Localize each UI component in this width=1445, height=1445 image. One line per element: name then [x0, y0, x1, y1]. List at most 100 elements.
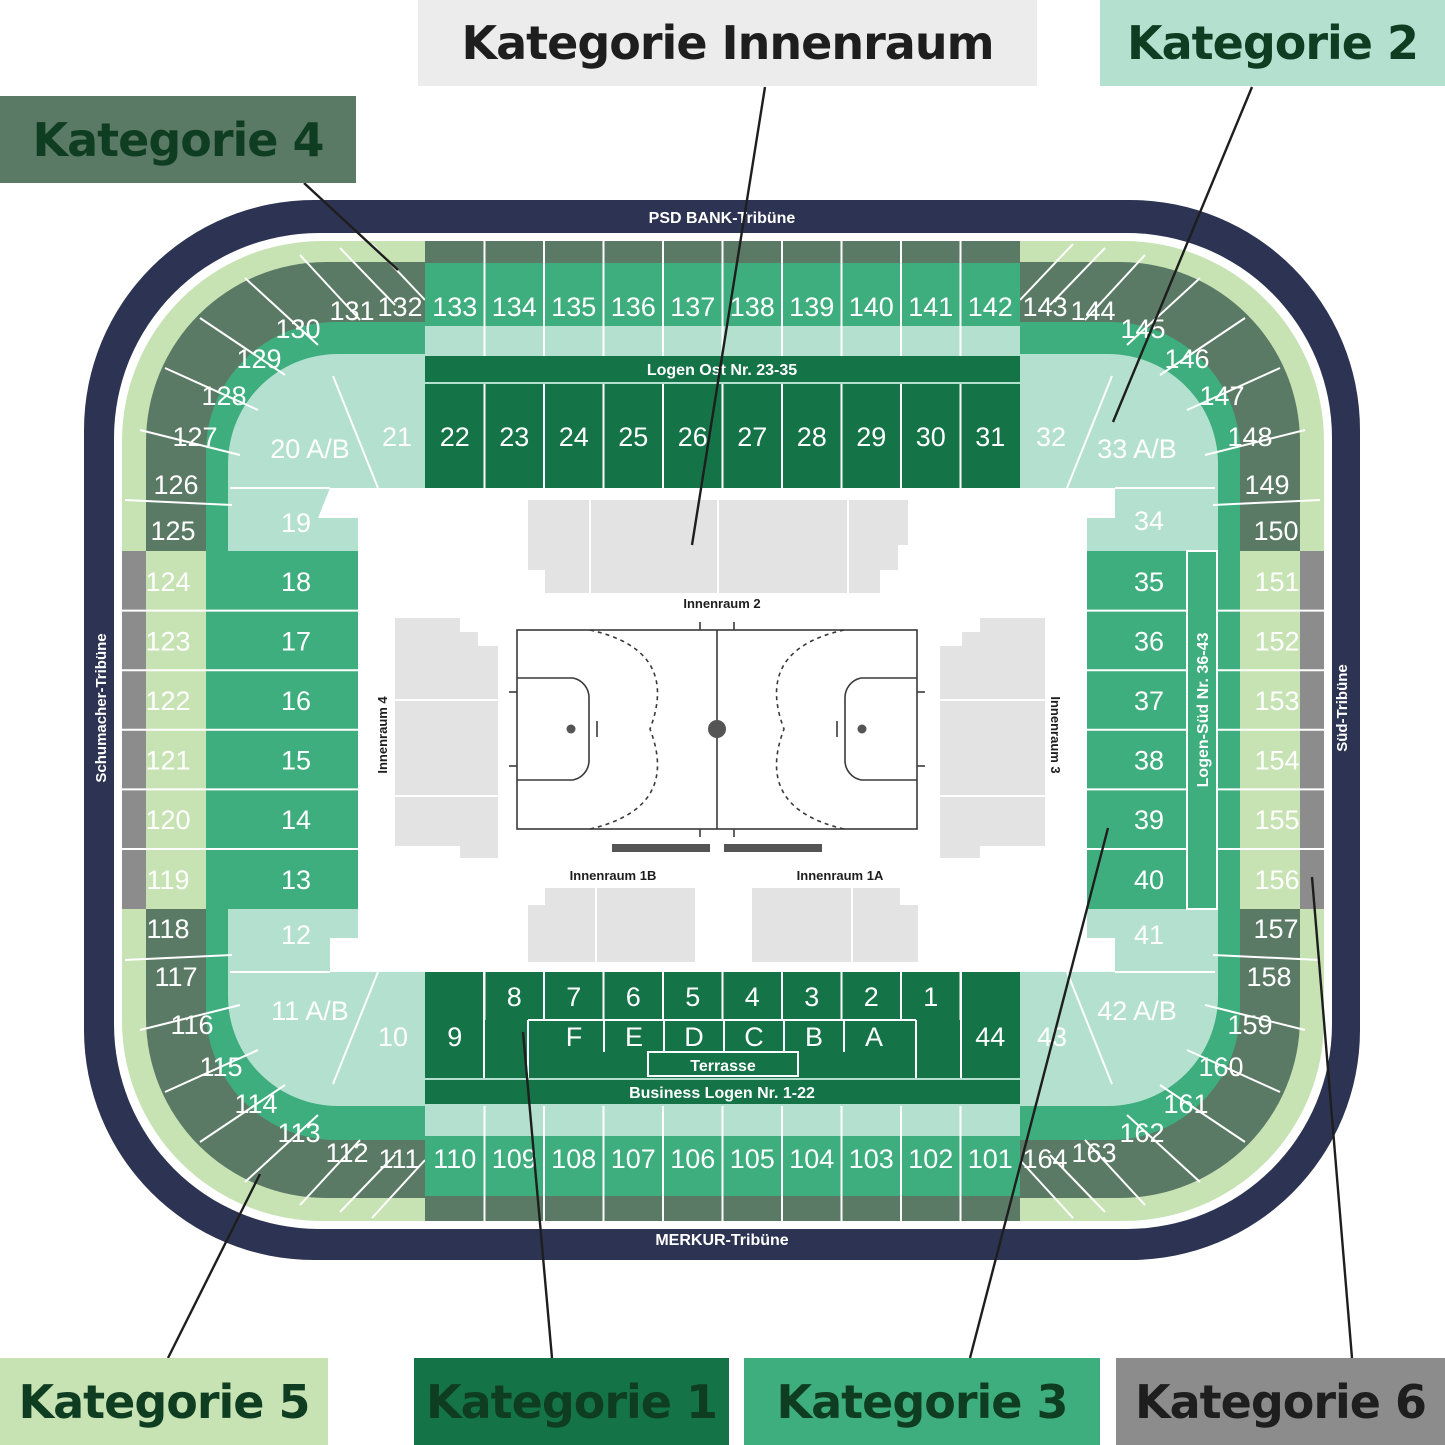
- block-40[interactable]: 40: [1134, 865, 1164, 895]
- block-129[interactable]: 129: [236, 344, 281, 374]
- block-120[interactable]: 120: [145, 805, 190, 835]
- block-134[interactable]: 134: [492, 292, 537, 322]
- block-12[interactable]: 12: [281, 920, 311, 950]
- innenraum-3-block[interactable]: [940, 618, 1045, 858]
- block-101[interactable]: 101: [968, 1144, 1013, 1174]
- block-15[interactable]: 15: [281, 746, 311, 776]
- block-23[interactable]: 23: [499, 422, 529, 452]
- box-e[interactable]: E: [625, 1022, 643, 1052]
- block-14[interactable]: 14: [281, 805, 311, 835]
- block-33AB[interactable]: 33 A/B: [1097, 434, 1177, 464]
- block-153[interactable]: 153: [1254, 686, 1299, 716]
- block-130[interactable]: 130: [275, 314, 320, 344]
- block-4[interactable]: 4: [745, 982, 760, 1012]
- box-f[interactable]: F: [566, 1022, 583, 1052]
- block-146[interactable]: 146: [1164, 344, 1209, 374]
- block-157[interactable]: 157: [1253, 914, 1298, 944]
- block-2[interactable]: 2: [864, 982, 879, 1012]
- block-158[interactable]: 158: [1246, 962, 1291, 992]
- block-28[interactable]: 28: [797, 422, 827, 452]
- block-13[interactable]: 13: [281, 865, 311, 895]
- block-114[interactable]: 114: [234, 1089, 277, 1119]
- block-142[interactable]: 142: [968, 292, 1013, 322]
- block-152[interactable]: 152: [1254, 626, 1299, 656]
- block-34[interactable]: 34: [1134, 506, 1164, 536]
- block-162[interactable]: 162: [1119, 1118, 1164, 1148]
- block-156[interactable]: 156: [1254, 865, 1299, 895]
- block-118[interactable]: 118: [146, 914, 189, 944]
- block-124[interactable]: 124: [145, 567, 190, 597]
- block-44[interactable]: 44: [975, 1022, 1005, 1052]
- block-18[interactable]: 18: [281, 567, 311, 597]
- block-113[interactable]: 113: [277, 1118, 320, 1148]
- block-164[interactable]: 164: [1022, 1144, 1067, 1174]
- block-131[interactable]: 131: [329, 296, 374, 326]
- block-122[interactable]: 122: [145, 686, 190, 716]
- innenraum-4-block[interactable]: [395, 618, 498, 858]
- block-10[interactable]: 10: [378, 1022, 408, 1052]
- block-104[interactable]: 104: [789, 1144, 834, 1174]
- block-106[interactable]: 106: [670, 1144, 715, 1174]
- box-b[interactable]: B: [805, 1022, 823, 1052]
- block-31[interactable]: 31: [975, 422, 1005, 452]
- block-140[interactable]: 140: [849, 292, 894, 322]
- block-103[interactable]: 103: [849, 1144, 894, 1174]
- block-27[interactable]: 27: [737, 422, 767, 452]
- block-151[interactable]: 151: [1254, 567, 1299, 597]
- block-123[interactable]: 123: [145, 626, 190, 656]
- box-a[interactable]: A: [865, 1022, 883, 1052]
- innenraum-1a-block[interactable]: [752, 888, 918, 962]
- block-9[interactable]: 9: [447, 1022, 462, 1052]
- block-144[interactable]: 144: [1070, 296, 1115, 326]
- block-38[interactable]: 38: [1134, 746, 1164, 776]
- block-26[interactable]: 26: [678, 422, 708, 452]
- block-125[interactable]: 125: [150, 516, 195, 546]
- block-149[interactable]: 149: [1244, 470, 1289, 500]
- block-37[interactable]: 37: [1134, 686, 1164, 716]
- block-3[interactable]: 3: [804, 982, 819, 1012]
- block-136[interactable]: 136: [611, 292, 656, 322]
- block-29[interactable]: 29: [856, 422, 886, 452]
- block-139[interactable]: 139: [789, 292, 834, 322]
- block-161[interactable]: 161: [1163, 1089, 1208, 1119]
- block-135[interactable]: 135: [551, 292, 596, 322]
- block-30[interactable]: 30: [916, 422, 946, 452]
- innenraum-1b-block[interactable]: [528, 888, 695, 962]
- block-137[interactable]: 137: [670, 292, 715, 322]
- box-business-logen[interactable]: [425, 1080, 1020, 1104]
- box-c[interactable]: C: [744, 1022, 764, 1052]
- block-41[interactable]: 41: [1134, 920, 1164, 950]
- block-8[interactable]: 8: [507, 982, 522, 1012]
- block-19[interactable]: 19: [281, 508, 311, 538]
- box-d[interactable]: D: [684, 1022, 704, 1052]
- block-132[interactable]: 132: [377, 292, 422, 322]
- block-22[interactable]: 22: [440, 422, 470, 452]
- block-138[interactable]: 138: [730, 292, 775, 322]
- block-154[interactable]: 154: [1254, 746, 1299, 776]
- block-21[interactable]: 21: [382, 422, 412, 452]
- block-36[interactable]: 36: [1134, 626, 1164, 656]
- block-116[interactable]: 116: [170, 1010, 213, 1040]
- block-42AB[interactable]: 42 A/B: [1097, 996, 1177, 1026]
- block-32[interactable]: 32: [1036, 422, 1066, 452]
- block-39[interactable]: 39: [1134, 805, 1164, 835]
- block-145[interactable]: 145: [1120, 314, 1165, 344]
- block-117[interactable]: 117: [154, 962, 197, 992]
- block-5[interactable]: 5: [685, 982, 700, 1012]
- block-115[interactable]: 115: [199, 1052, 242, 1082]
- block-128[interactable]: 128: [201, 381, 246, 411]
- block-24[interactable]: 24: [559, 422, 589, 452]
- block-133[interactable]: 133: [432, 292, 477, 322]
- block-102[interactable]: 102: [908, 1144, 953, 1174]
- block-150[interactable]: 150: [1253, 516, 1298, 546]
- block-11AB[interactable]: 11 A/B: [271, 996, 349, 1026]
- block-105[interactable]: 105: [730, 1144, 775, 1174]
- box-terrasse[interactable]: [647, 1051, 799, 1077]
- block-121[interactable]: 121: [145, 746, 190, 776]
- block-16[interactable]: 16: [281, 686, 311, 716]
- block-160[interactable]: 160: [1198, 1052, 1243, 1082]
- block-25[interactable]: 25: [618, 422, 648, 452]
- block-141[interactable]: 141: [908, 292, 953, 322]
- block-109[interactable]: 109: [492, 1144, 537, 1174]
- block-147[interactable]: 147: [1199, 381, 1244, 411]
